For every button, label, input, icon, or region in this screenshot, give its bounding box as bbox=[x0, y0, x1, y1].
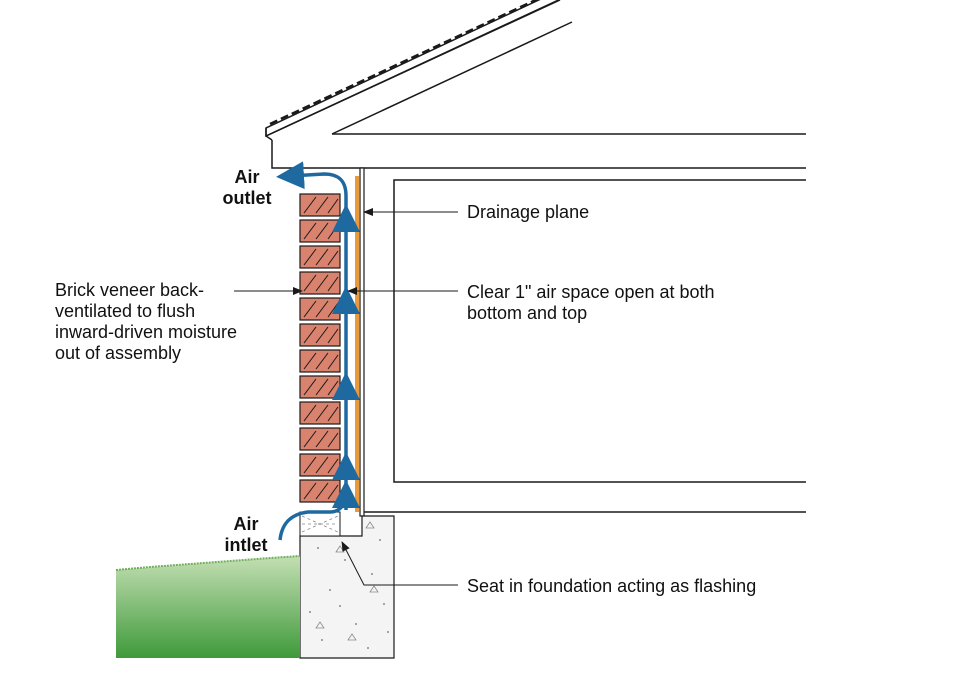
brick-hatch bbox=[303, 196, 317, 214]
foundation bbox=[299, 515, 395, 659]
wall-framing bbox=[355, 167, 365, 517]
brick-hatch bbox=[327, 406, 339, 422]
brick-veneer bbox=[299, 193, 341, 503]
brick-hatch bbox=[315, 222, 329, 240]
brick-hatch bbox=[303, 248, 317, 266]
brick-hatch bbox=[303, 222, 317, 240]
air-space-label-line1: Clear 1" air space open at both bbox=[467, 282, 715, 302]
interior-wall bbox=[362, 179, 806, 513]
drainage-plane-layer bbox=[355, 176, 359, 512]
air-space-label-line2: bottom and top bbox=[467, 303, 588, 323]
airflow-inlet-arrow bbox=[278, 480, 360, 541]
roof bbox=[265, 0, 561, 170]
ground-grass bbox=[115, 555, 301, 658]
air-inlet-label: Air intlet bbox=[218, 514, 274, 556]
brick-hatch bbox=[303, 352, 317, 370]
brick-veneer-label-line1: Brick veneer back- bbox=[55, 280, 205, 300]
brick-hatch bbox=[327, 432, 339, 448]
brick-hatch bbox=[315, 352, 329, 370]
roof-overhang bbox=[266, 136, 362, 170]
roof-shingle-line bbox=[269, 0, 539, 126]
brick-hatch bbox=[315, 430, 329, 448]
drainage-plane-label: Drainage plane bbox=[467, 202, 590, 222]
brick-veneer-label: Brick veneer back- ventilated to flush i… bbox=[55, 280, 237, 364]
brick-hatch bbox=[303, 482, 317, 500]
airflow-outlet-arrow bbox=[276, 161, 348, 210]
brick-hatch bbox=[303, 300, 317, 318]
brick-hatch bbox=[303, 404, 317, 422]
leader-seat bbox=[341, 541, 458, 586]
air-inlet-label-line1: Air bbox=[233, 514, 259, 534]
airflow-arrows bbox=[276, 161, 360, 541]
brick-hatch bbox=[315, 274, 329, 292]
brick-hatch bbox=[303, 456, 317, 474]
bottom-vent-block bbox=[299, 511, 341, 537]
brick-hatch bbox=[315, 248, 329, 266]
brick-hatch bbox=[315, 404, 329, 422]
brick-veneer-label-line2: ventilated to flush bbox=[55, 301, 196, 321]
brick-hatch bbox=[327, 328, 339, 344]
foundation-seat-label: Seat in foundation acting as flashing bbox=[467, 576, 757, 596]
brick-hatch bbox=[315, 456, 329, 474]
air-outlet-label-line1: Air bbox=[234, 167, 260, 187]
eave bbox=[265, 0, 806, 169]
brick-veneer-label-line4: out of assembly bbox=[55, 343, 182, 363]
brick-hatch bbox=[315, 196, 329, 214]
air-space-label: Clear 1" air space open at both bottom a… bbox=[467, 282, 715, 324]
brick-veneer-label-line3: inward-driven moisture bbox=[55, 322, 238, 342]
air-inlet-label-line2: intlet bbox=[224, 535, 268, 555]
brick-hatch bbox=[327, 354, 339, 370]
brick-hatch bbox=[303, 378, 317, 396]
brick-hatch bbox=[315, 300, 329, 318]
brick-hatch bbox=[327, 250, 339, 266]
brick-hatch bbox=[303, 326, 317, 344]
brick-hatch bbox=[315, 326, 329, 344]
brick-hatch bbox=[327, 276, 339, 292]
brick-hatch bbox=[303, 274, 317, 292]
leader-lines bbox=[234, 208, 458, 586]
brick-hatch bbox=[303, 430, 317, 448]
air-outlet-label: Air outlet bbox=[218, 167, 276, 209]
air-outlet-label-line2: outlet bbox=[222, 188, 272, 208]
brick-hatch bbox=[315, 378, 329, 396]
brick-hatch bbox=[315, 482, 329, 500]
